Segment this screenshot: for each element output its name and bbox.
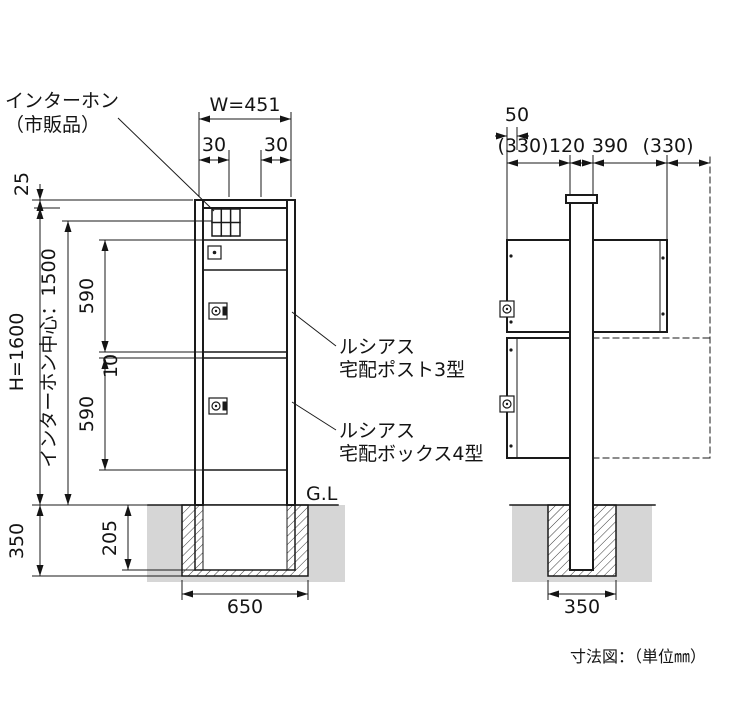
dim-lower-box-label: 590 bbox=[76, 396, 98, 432]
dim-offset-label: 50 bbox=[505, 104, 529, 126]
front-rail-right bbox=[286, 199, 296, 506]
intercom-label-line2: （市販品） bbox=[5, 114, 100, 136]
box4-leader-line bbox=[291, 401, 337, 431]
hinge-dot bbox=[509, 254, 513, 258]
dim-post-depth-label: 120 bbox=[549, 135, 585, 157]
box4-lock-icon bbox=[208, 397, 228, 415]
side-post bbox=[569, 201, 594, 571]
front-dimensions bbox=[32, 112, 337, 600]
post3-label-line2: 宅配ポスト3型 bbox=[339, 359, 465, 381]
side-upper-lock-icon bbox=[499, 300, 515, 318]
side-view bbox=[499, 156, 711, 582]
dim-rear-depth-label: (330) bbox=[497, 135, 548, 157]
dim-foundation-width-label: 650 bbox=[227, 596, 263, 618]
post3-leader-line bbox=[291, 311, 337, 347]
dim-embed-depth-label: 205 bbox=[99, 520, 121, 556]
side-dimensions bbox=[495, 127, 710, 600]
drawing-caption: 寸法図：（単位㎜） bbox=[570, 647, 706, 666]
post3-lock-icon bbox=[208, 302, 228, 320]
box4-label-line2: 宅配ボックス4型 bbox=[339, 443, 484, 465]
dim-ref-depth-label: (330) bbox=[642, 135, 693, 157]
hinge-dot bbox=[661, 256, 665, 260]
dim-cap-label: 25 bbox=[11, 172, 33, 196]
intercom-label-line1: インターホン bbox=[5, 90, 119, 112]
hinge-dot bbox=[509, 348, 513, 352]
dim-intercom-center-label: インターホン中心：1500 bbox=[38, 248, 60, 467]
side-lower-box bbox=[506, 337, 571, 459]
dim-foundation-depth-label: 350 bbox=[6, 523, 28, 559]
dim-front-depth-label: 390 bbox=[592, 135, 628, 157]
dim-total-width-label: W=451 bbox=[210, 94, 281, 116]
dim-margin-right-label: 30 bbox=[264, 134, 288, 156]
front-post-embed bbox=[202, 504, 288, 571]
intercom-unit bbox=[211, 208, 241, 237]
hinge-dot bbox=[509, 444, 513, 448]
dim-total-height-label: H=1600 bbox=[6, 313, 28, 392]
hinge-dot bbox=[509, 320, 513, 324]
side-reference-dashed bbox=[592, 156, 711, 459]
front-view bbox=[147, 199, 345, 582]
latch-icon bbox=[207, 245, 222, 260]
hinge-dot bbox=[661, 312, 665, 316]
front-shelf-lines bbox=[202, 239, 288, 471]
side-lower-lock-icon bbox=[499, 395, 515, 413]
side-post-cap bbox=[565, 194, 598, 204]
post3-label-line1: ルシアス bbox=[339, 336, 415, 358]
intercom-leader-line bbox=[117, 117, 215, 212]
dim-upper-box-label: 590 bbox=[76, 278, 98, 314]
side-dim-foundation-width-label: 350 bbox=[564, 596, 600, 618]
dim-margin-left-label: 30 bbox=[202, 134, 226, 156]
dim-gap-label: 10 bbox=[100, 354, 122, 378]
ground-line-label: G.L bbox=[306, 483, 338, 505]
box4-label-line1: ルシアス bbox=[339, 420, 415, 442]
